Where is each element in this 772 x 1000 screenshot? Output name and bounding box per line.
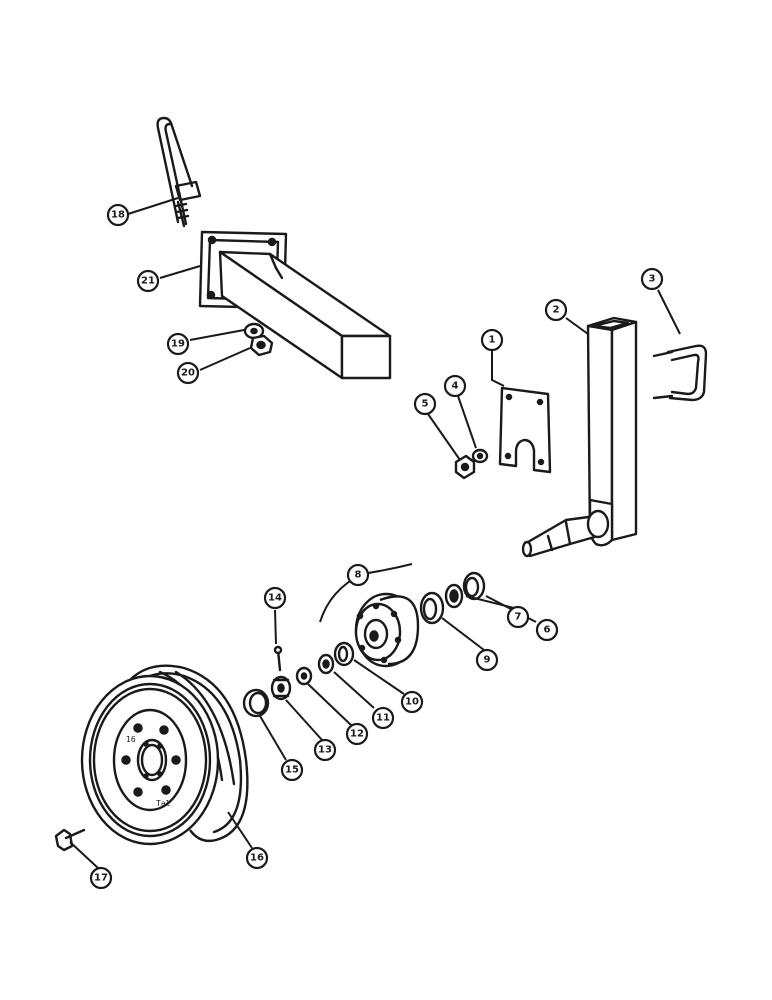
spindle-washer-12	[295, 666, 313, 686]
svg-text:7: 7	[515, 612, 522, 623]
rim-marking: Tal	[156, 799, 171, 808]
lock-washer-4	[471, 448, 489, 464]
svg-text:18: 18	[111, 210, 125, 221]
rim-marking: 16	[126, 735, 136, 744]
svg-text:4: 4	[452, 381, 459, 392]
callout-6: 6	[535, 618, 559, 642]
callout-10: 10	[400, 690, 424, 714]
callout-11: 11	[371, 706, 395, 730]
wheel-hub-8	[354, 592, 420, 668]
svg-text:8: 8	[355, 570, 362, 581]
svg-text:16: 16	[250, 853, 264, 864]
callout-14: 14	[263, 586, 287, 610]
callout-4: 4	[443, 374, 467, 398]
callout-15: 15	[280, 758, 304, 782]
grease-seal-6	[462, 571, 486, 601]
callout-18: 18	[106, 203, 130, 227]
svg-text:11: 11	[376, 713, 390, 724]
hex-nut-5	[454, 454, 476, 480]
callout-16: 16	[245, 846, 269, 870]
callout-3: 3	[640, 267, 664, 291]
svg-text:17: 17	[94, 873, 108, 884]
callout-7: 7	[506, 605, 530, 629]
leader-lines	[69, 197, 681, 869]
callout-9: 9	[475, 648, 499, 672]
svg-text:2: 2	[553, 305, 560, 316]
callout-21: 21	[136, 269, 160, 293]
svg-text:12: 12	[350, 729, 364, 740]
callout-2: 2	[544, 298, 568, 322]
callout-1: 1	[480, 328, 504, 352]
callout-17: 17	[89, 866, 113, 890]
callout-20: 20	[176, 361, 200, 385]
svg-text:15: 15	[285, 765, 299, 776]
svg-text:20: 20	[181, 368, 195, 379]
svg-text:19: 19	[171, 339, 185, 350]
hex-nut-20	[249, 334, 274, 357]
u-bolt-3	[652, 344, 708, 402]
wheel-rim-16: 16 Tal	[80, 664, 249, 846]
u-bolt-3-threads	[652, 350, 674, 400]
callout-19: 19	[166, 332, 190, 356]
svg-text:13: 13	[318, 745, 332, 756]
svg-text:3: 3	[649, 274, 656, 285]
svg-text:6: 6	[544, 625, 551, 636]
u-bolt-18	[156, 116, 202, 228]
callout-5: 5	[413, 392, 437, 416]
axle-tube-21	[198, 230, 392, 380]
svg-text:9: 9	[484, 655, 491, 666]
svg-text:14: 14	[268, 593, 282, 604]
u-bolt-thread	[174, 200, 190, 228]
cotter-pin-14	[273, 645, 283, 672]
callout-13: 13	[313, 738, 337, 762]
svg-text:5: 5	[422, 399, 429, 410]
mounting-plate-1	[498, 386, 552, 474]
svg-text:1: 1	[489, 335, 496, 346]
bearing-cone-11	[317, 653, 335, 675]
svg-text:21: 21	[141, 276, 155, 287]
castle-nut-13	[270, 675, 292, 701]
dust-cap-15	[242, 688, 270, 718]
bearing-cup-9	[419, 591, 445, 625]
wheel-bolt-17	[54, 828, 86, 852]
bearing-cup-10	[333, 641, 355, 667]
callout-12: 12	[345, 722, 369, 746]
spindle-post-2	[521, 316, 638, 558]
svg-text:10: 10	[405, 697, 419, 708]
callout-8: 8	[346, 563, 370, 587]
bearing-cone-7	[444, 583, 464, 609]
